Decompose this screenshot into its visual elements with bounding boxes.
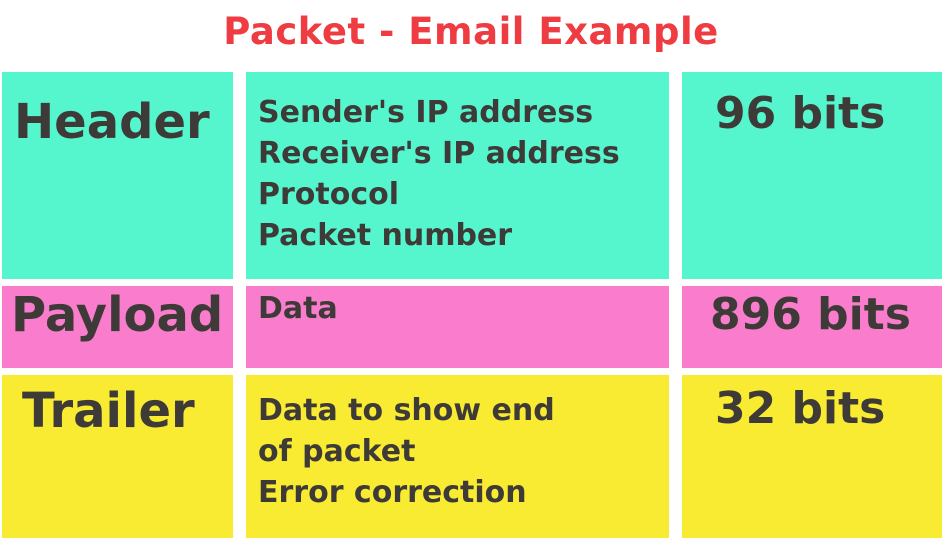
trailer-label: Trailer bbox=[22, 383, 195, 439]
trailer-size-cell: 32 bits bbox=[682, 375, 942, 538]
header-desc-cell: Sender's IP address Receiver's IP addres… bbox=[246, 72, 669, 279]
trailer-desc-line-1: Data to show end bbox=[258, 393, 555, 428]
payload-size-cell: 896 bits bbox=[682, 286, 942, 368]
payload-size: 896 bits bbox=[710, 289, 911, 340]
header-size: 96 bits bbox=[715, 88, 886, 139]
trailer-desc-line-3: Error correction bbox=[258, 475, 527, 510]
trailer-desc-cell: Data to show end of packet Error correct… bbox=[246, 375, 669, 538]
header-label: Header bbox=[14, 94, 210, 150]
trailer-label-cell: Trailer bbox=[2, 375, 233, 538]
payload-desc-line-1: Data bbox=[258, 291, 338, 326]
header-desc-line-4: Packet number bbox=[258, 218, 513, 253]
payload-label: Payload bbox=[11, 287, 224, 343]
header-desc-line-3: Protocol bbox=[258, 177, 400, 212]
trailer-size: 32 bits bbox=[715, 383, 886, 434]
header-desc-line-1: Sender's IP address bbox=[258, 95, 594, 130]
header-size-cell: 96 bits bbox=[682, 72, 942, 279]
header-label-cell: Header bbox=[2, 72, 233, 279]
payload-label-cell: Payload bbox=[2, 286, 233, 368]
header-desc-line-2: Receiver's IP address bbox=[258, 136, 620, 171]
payload-desc-cell: Data bbox=[246, 286, 669, 368]
packet-table: Header Sender's IP address Receiver's IP… bbox=[2, 72, 942, 538]
page-title: Packet - Email Example bbox=[223, 10, 719, 53]
trailer-desc-line-2: of packet bbox=[258, 434, 416, 469]
